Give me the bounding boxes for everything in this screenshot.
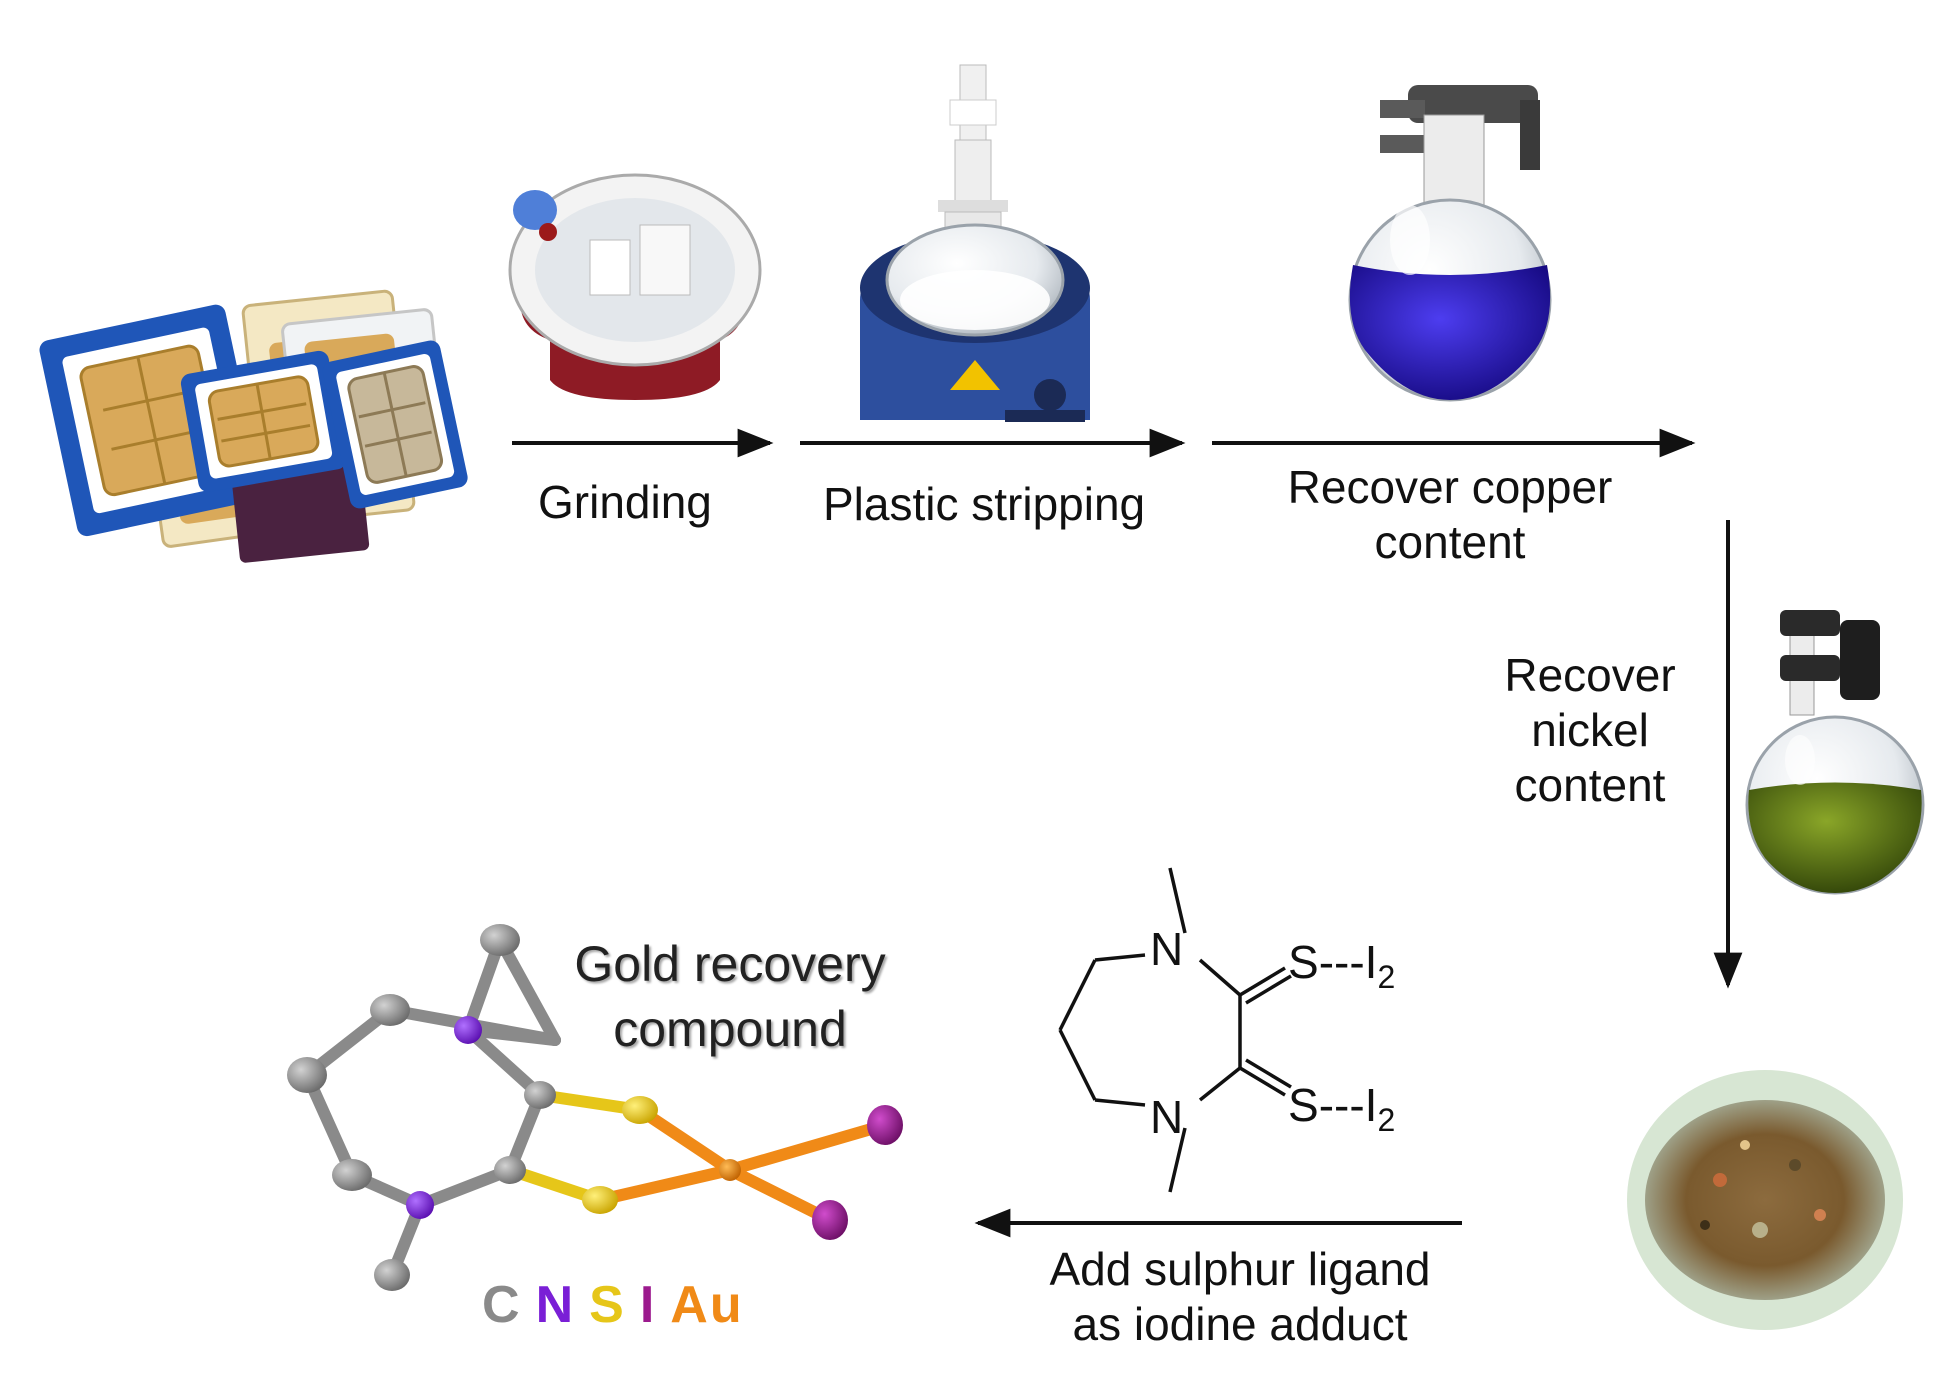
- copper-flask-image: [1348, 85, 1552, 402]
- ligand-subscript-bottom: 2: [1377, 1102, 1396, 1139]
- step-recover-copper-label: Recover copper content: [1270, 460, 1630, 570]
- ligand-atom-n-top: N: [1150, 923, 1184, 975]
- legend-element-s: S: [589, 1276, 626, 1334]
- ligand-iodine-top: ---I: [1318, 936, 1378, 988]
- step-recover-copper-line-1: Recover copper: [1287, 461, 1613, 513]
- ligand-atom-n-bottom: N: [1150, 1091, 1184, 1143]
- ligand-structure: [1058, 867, 1292, 1193]
- ligand-subscript-top: 2: [1377, 959, 1396, 996]
- ligand-atom-s-top: S: [1288, 936, 1319, 988]
- gold-compound-title-line-1: Gold recovery: [574, 936, 886, 992]
- legend-element-i: I: [639, 1276, 657, 1334]
- step-recover-nickel-label: Recover nickel content: [1490, 648, 1690, 814]
- ligand-adduct-top: S---I2: [1288, 935, 1395, 997]
- ligand-adduct-bottom: S---I2: [1288, 1078, 1395, 1140]
- ligand-atom-s-bottom: S: [1288, 1079, 1319, 1131]
- step-recover-nickel-line-3: content: [1514, 759, 1666, 812]
- step-plastic-stripping-label: Plastic stripping: [823, 478, 1146, 530]
- step-recover-copper-line-2: content: [1374, 516, 1526, 569]
- gold-powder-image: [1627, 1070, 1903, 1330]
- ligand-iodine-bottom: ---I: [1318, 1079, 1378, 1131]
- legend-element-c: C: [482, 1276, 522, 1334]
- sim-card-center: [180, 350, 347, 492]
- sim-card-blue-right: [322, 340, 468, 509]
- nickel-flask-image: [1745, 610, 1925, 895]
- sim-cards-image: [39, 289, 468, 563]
- gold-compound-title-line-2: compound: [613, 1001, 847, 1057]
- step-recover-nickel-line-2: nickel: [1531, 704, 1649, 757]
- step-add-ligand-line-2: as iodine adduct: [1072, 1298, 1408, 1351]
- heating-mantle-image: [860, 64, 1090, 422]
- legend-element-au: Au: [670, 1276, 744, 1334]
- grinder-image: [508, 173, 762, 400]
- legend-element-n: N: [535, 1276, 576, 1334]
- step-add-ligand-line-1: Add sulphur ligand: [1049, 1243, 1431, 1295]
- step-recover-nickel-line-1: Recover: [1504, 649, 1676, 701]
- gold-compound-title: Gold recovery compound: [555, 932, 905, 1062]
- step-grinding-label: Grinding: [538, 476, 712, 528]
- step-add-ligand-label: Add sulphur ligand as iodine adduct: [1030, 1242, 1450, 1352]
- gold-complex-model: [287, 924, 903, 1291]
